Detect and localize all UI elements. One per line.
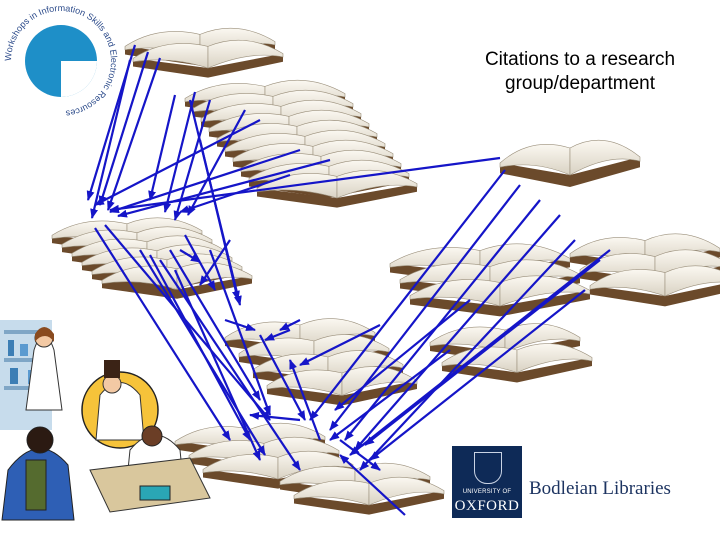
citation-arrow: [106, 57, 162, 211]
workshop-logo: Workshops in Information Skills and Elec…: [2, 2, 120, 120]
bodleian-libraries-label: Bodleian Libraries: [529, 478, 671, 499]
citation-arrow: [224, 318, 256, 332]
citation-arrow: [344, 199, 541, 441]
citation-arrow: [179, 249, 201, 263]
microscope: [25, 459, 47, 511]
oxford-university-of: UNIVERSITY OF: [462, 489, 512, 495]
lab-bench: [89, 457, 211, 513]
citation-arrow: [163, 91, 197, 213]
citation-arrow: [359, 239, 576, 471]
citation-arrow: [94, 227, 231, 441]
citation-arrow: [259, 334, 306, 421]
citation-arrow: [169, 249, 261, 401]
citation-arrow: [109, 148, 301, 214]
caption-line-2: group/department: [505, 73, 655, 94]
citation-arrow: [279, 319, 301, 331]
caption-line-1: Citations to a research: [484, 49, 676, 70]
citation-arrow: [288, 359, 322, 441]
book-stacks: [51, 27, 720, 515]
citation-arrow: [208, 249, 272, 416]
oxford-logo: UNIVERSITY OF OXFORD: [452, 446, 522, 518]
citation-arrow: [148, 94, 177, 201]
open-book: [499, 139, 641, 187]
citation-arrow: [264, 328, 291, 342]
citation-arrow: [104, 224, 271, 421]
citation-arrow: [249, 411, 301, 422]
citation-arrow: [159, 259, 301, 471]
oxford-crest-icon: [474, 452, 502, 484]
citation-arrow: [299, 324, 381, 366]
citation-arrow: [117, 158, 331, 218]
open-book: [132, 39, 284, 78]
citation-arrow: [349, 249, 611, 456]
scientists-illustration: [0, 320, 211, 521]
citation-arrow: [369, 289, 586, 461]
citation-arrow: [329, 349, 451, 441]
citation-arrow: [339, 454, 406, 516]
citation-arrow: [94, 119, 261, 206]
citation-arrow: [309, 169, 506, 421]
citation-arrow: [334, 299, 471, 411]
citation-arrow: [109, 156, 501, 213]
citation-arrow: [98, 51, 150, 206]
diagram-caption: Citations to a research group/department: [462, 48, 698, 96]
citation-arrow: [173, 269, 262, 461]
scientist-man: [95, 382, 145, 441]
open-book: [589, 265, 720, 307]
citation-arrows: [86, 44, 611, 516]
open-book: [202, 450, 354, 489]
citation-arrow: [364, 259, 601, 446]
citation-arrow: [139, 249, 266, 456]
citation-arrow: [339, 439, 381, 471]
citation-arrow: [198, 139, 240, 301]
oxford-name: OXFORD: [454, 498, 520, 514]
citation-arrow: [90, 59, 132, 219]
citation-arrow: [354, 214, 561, 451]
